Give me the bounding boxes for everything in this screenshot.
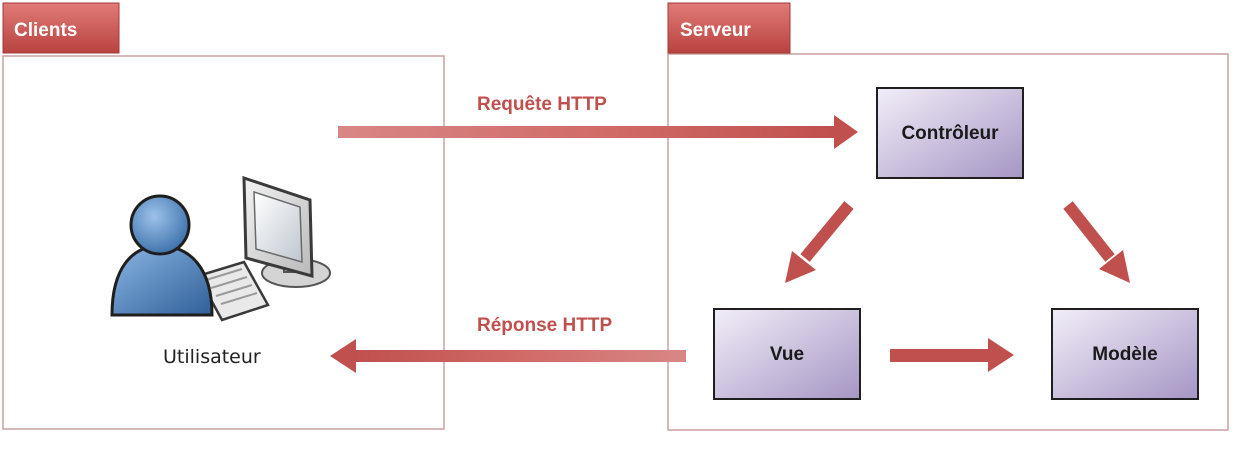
server-tab: Serveur <box>667 2 791 54</box>
controller-to-view-arrow <box>785 201 854 283</box>
response-label: Réponse HTTP <box>477 315 612 336</box>
user-label: Utilisateur <box>163 346 261 368</box>
model-label: Modèle <box>1092 344 1157 365</box>
request-label: Requête HTTP <box>477 94 607 115</box>
clients-panel: Clients Utilisateur <box>2 2 445 430</box>
view-to-model-arrow <box>890 338 1014 372</box>
clients-tab-label: Clients <box>14 20 77 41</box>
request-arrow: Requête HTTP <box>338 94 858 149</box>
controller-label: Contrôleur <box>901 123 999 144</box>
server-tab-label: Serveur <box>680 20 751 41</box>
view-box: Vue <box>713 308 861 400</box>
clients-tab: Clients <box>2 2 120 54</box>
view-label: Vue <box>770 344 804 365</box>
controller-box: Contrôleur <box>876 87 1024 179</box>
user-computer-icon <box>110 175 331 322</box>
server-panel: Serveur Contrôleur Vue Modèle <box>667 2 1229 431</box>
response-arrow: Réponse HTTP <box>330 315 686 373</box>
controller-to-model-arrow <box>1063 201 1130 283</box>
clients-panel-border <box>2 55 445 430</box>
model-box: Modèle <box>1051 308 1199 400</box>
